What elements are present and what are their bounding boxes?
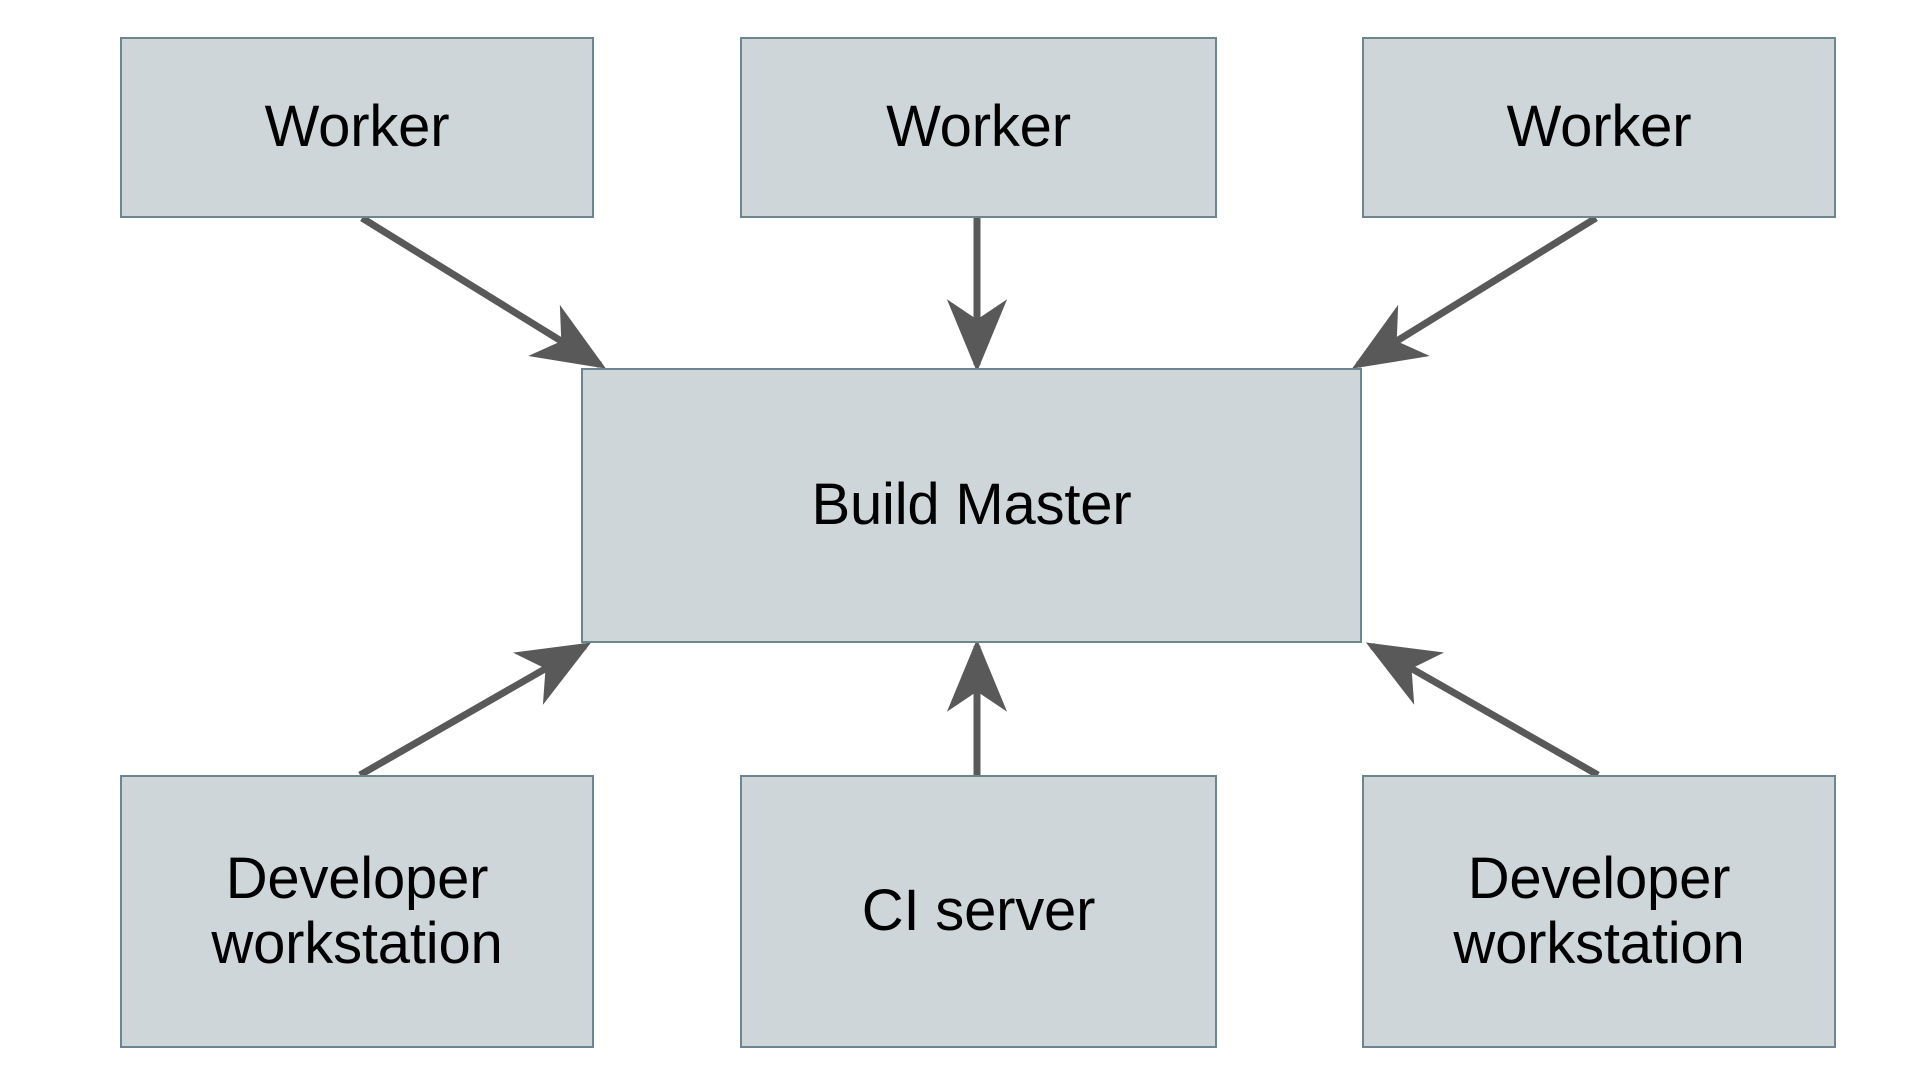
node-ci-server-label: CI server — [861, 878, 1096, 944]
node-worker-2[interactable]: Worker — [740, 37, 1217, 218]
edge-worker-3-to-build-master — [1352, 215, 1598, 369]
node-developer-workstation-2[interactable]: Developer workstation — [1362, 775, 1836, 1048]
node-ci-server[interactable]: CI server — [740, 775, 1217, 1048]
edge-worker-1-to-build-master — [360, 215, 606, 369]
edge-developer-workstation-1-to-build-master — [358, 642, 592, 779]
node-build-master[interactable]: Build Master — [581, 368, 1362, 643]
node-worker-3[interactable]: Worker — [1362, 37, 1836, 218]
node-worker-3-label: Worker — [1506, 94, 1692, 160]
node-worker-2-label: Worker — [886, 94, 1071, 160]
node-build-master-label: Build Master — [811, 472, 1132, 538]
node-worker-1[interactable]: Worker — [120, 37, 594, 218]
node-developer-workstation-1[interactable]: Developer workstation — [120, 775, 594, 1048]
node-worker-1-label: Worker — [264, 94, 450, 160]
node-developer-workstation-2-label: Developer workstation — [1453, 845, 1745, 976]
edge-developer-workstation-2-to-build-master — [1365, 642, 1600, 779]
node-developer-workstation-1-label: Developer workstation — [211, 845, 503, 976]
